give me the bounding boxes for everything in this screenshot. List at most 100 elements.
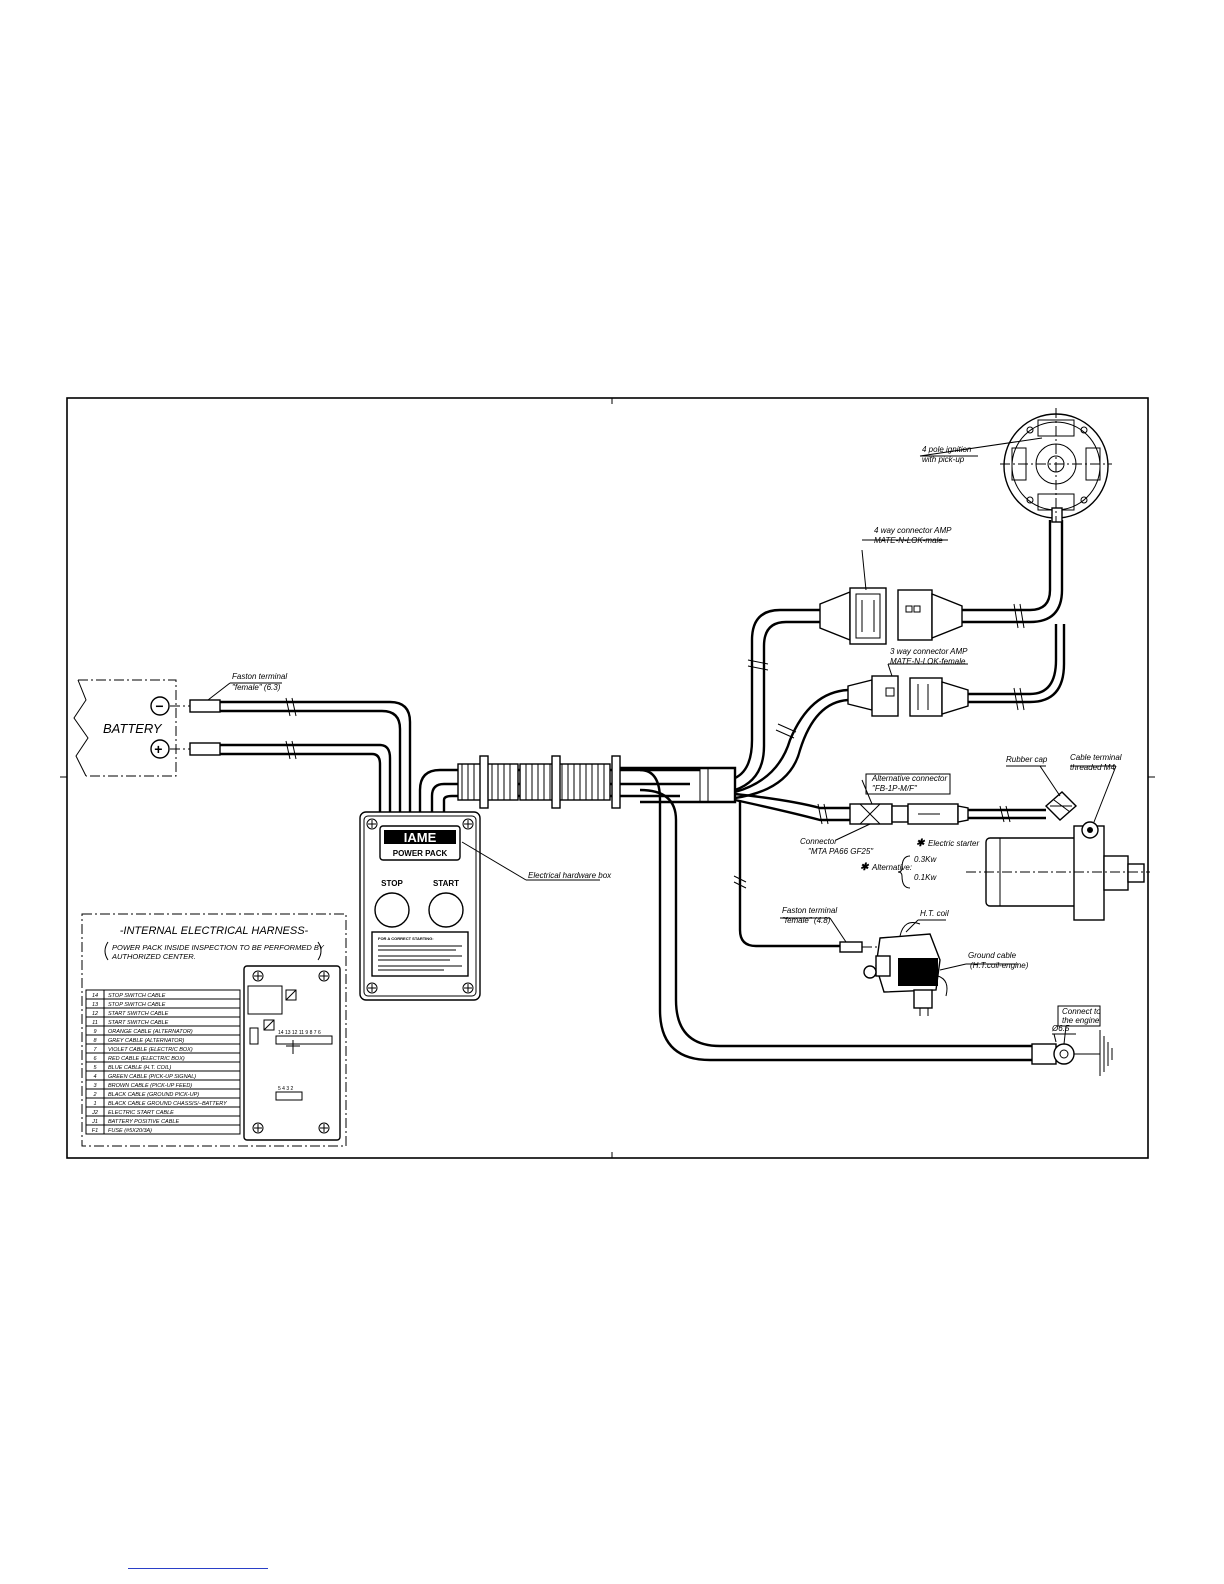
harness-table-row: 12 START SWITCH CABLE <box>85 1007 241 1018</box>
harness-row-number: J1 <box>91 1119 98 1125</box>
internal-harness-box: -INTERNAL ELECTRICAL HARNESS- POWER PACK… <box>81 913 347 1147</box>
conn3-label-1: 3 way connector AMP <box>890 647 968 656</box>
ignition-unit: 4 pole ignition with pick-up <box>919 408 1112 523</box>
harness-table-row: 11 START SWITCH CABLE <box>85 1016 241 1027</box>
instruction-plate-heading: FOR A CORRECT STARTING: <box>378 936 434 941</box>
harness-row-number: 13 <box>92 1002 99 1008</box>
battery: BATTERY − + <box>73 679 177 777</box>
terminals-top: 14 13 12 11 9 8 7 6 <box>278 1030 321 1036</box>
faston2-label-2: "female" (4.8) <box>782 916 831 925</box>
ht-coil: Faston terminal "female" (4.8) H.T. coil… <box>780 906 1029 1016</box>
power-pack-brand: IAME <box>404 830 437 845</box>
harness-table-row: 3 BROWN CABLE (PICK-UP FEED) <box>85 1079 241 1090</box>
cable-terminal-label-2: threaded M4 <box>1070 763 1115 772</box>
battery-positive-terminal: + <box>150 739 170 759</box>
alternative-label: Alternative: <box>871 863 912 872</box>
harness-row-description: RED CABLE (ELECTRIC BOX) <box>108 1056 185 1062</box>
screw-icon <box>462 818 474 830</box>
alternative-asterisk: ✱ <box>860 862 870 873</box>
harness-row-description: BLUE CABLE (H.T. COIL) <box>108 1065 172 1071</box>
harness-row-number: J2 <box>91 1110 98 1116</box>
harness-row-description: FUSE (#5X20/3A) <box>108 1128 152 1134</box>
svg-text:+: + <box>154 741 162 757</box>
ht-coil-label: H.T. coil <box>920 909 949 918</box>
harness-row-number: 3 <box>93 1083 97 1089</box>
stop-button[interactable] <box>374 892 410 928</box>
internal-board <box>243 965 341 1141</box>
battery-cables <box>220 697 412 812</box>
ignition-label-2: with pick-up <box>922 455 965 464</box>
harness-table-row: 7 VIOLET CABLE (ELECTRIC BOX) <box>85 1043 241 1054</box>
screw-icon <box>252 1122 264 1134</box>
cable-terminal-label-1: Cable terminal <box>1070 753 1122 762</box>
start-button[interactable] <box>428 892 464 928</box>
connector-4-way: 4 way connector AMP MATE-N-LOK-male <box>819 526 963 645</box>
engine-ground: Ø6.5 Connect to the engine <box>1031 1005 1113 1076</box>
screw-icon <box>318 1122 330 1134</box>
screw-icon <box>366 982 378 994</box>
start-label: START <box>433 879 459 888</box>
electric-starter-label: Electric starter <box>928 839 979 848</box>
kw1-label: 0.3Kw <box>914 855 937 864</box>
ground-dim-label: Ø6.5 <box>1051 1024 1070 1033</box>
conn4-label-1: 4 way connector AMP <box>874 526 952 535</box>
power-pack-name: POWER PACK <box>393 849 448 858</box>
rubber-cap-label: Rubber cap <box>1006 755 1048 764</box>
harness-row-number: 8 <box>93 1038 97 1044</box>
harness-row-number: 6 <box>93 1056 97 1062</box>
stop-label: STOP <box>381 879 403 888</box>
harness-row-description: ORANGE CABLE (ALTERNATOR) <box>108 1029 193 1035</box>
footer-link-underline[interactable] <box>128 1568 268 1569</box>
harness-table-row: 8 GREY CABLE (ALTERNATOR) <box>85 1034 241 1045</box>
svg-text:−: − <box>155 698 163 714</box>
battery-label: BATTERY <box>103 721 163 736</box>
instruction-plate <box>371 931 469 977</box>
engine-label-1: Connect to <box>1062 1007 1101 1016</box>
harness-note-1: POWER PACK INSIDE INSPECTION TO BE PERFO… <box>112 943 325 952</box>
harness-row-description: VIOLET CABLE (ELECTRIC BOX) <box>108 1047 193 1053</box>
battery-negative-terminal: − <box>150 696 170 716</box>
conn3-label-2: MATE-N-LOK-female <box>890 657 966 666</box>
main-harness <box>418 755 1040 1062</box>
harness-branches <box>733 608 850 948</box>
harness-row-number: 12 <box>92 1011 98 1017</box>
power-pack-box: IAME POWER PACK STOP START FOR A CORRECT… <box>359 811 612 1001</box>
starter-asterisk: ✱ <box>916 838 926 849</box>
screw-icon <box>462 982 474 994</box>
connector-label-1: Connector <box>800 837 837 846</box>
harness-row-number: 11 <box>92 1020 98 1026</box>
harness-row-description: STOP SWITCH CABLE <box>108 1002 166 1008</box>
drawing-frame <box>66 397 1149 1159</box>
harness-note-2: AUTHORIZED CENTER. <box>111 952 196 961</box>
ignition-label-1: 4 pole ignition <box>922 445 972 454</box>
screw-icon <box>252 970 264 982</box>
alt-connector-label-2: "FB-1P-M/F" <box>872 784 918 793</box>
alt-connector-label-1: Alternative connector <box>871 774 947 783</box>
engine-label-2: the engine <box>1062 1016 1100 1025</box>
harness-table-row: F1 FUSE (#5X20/3A) <box>85 1124 241 1135</box>
harness-row-description: START SWITCH CABLE <box>108 1020 169 1026</box>
harness-title: -INTERNAL ELECTRICAL HARNESS- <box>120 925 309 937</box>
terminals-bottom: 5 4 3 2 <box>278 1086 294 1092</box>
harness-table-row: 6 RED CABLE (ELECTRIC BOX) <box>85 1052 241 1063</box>
harness-row-description: START SWITCH CABLE <box>108 1011 169 1017</box>
starter-connector: Alternative connector "FB-1P-M/F" Connec… <box>800 773 969 856</box>
harness-row-description: GREEN CABLE (PICK-UP SIGNAL) <box>108 1074 196 1080</box>
harness-row-number: F1 <box>92 1128 98 1134</box>
conn4-label-2: MATE-N-LOK-male <box>874 536 943 545</box>
harness-row-description: BROWN CABLE (PICK-UP FEED) <box>108 1083 192 1089</box>
connector-3-way: 3 way connector AMP MATE-N-LOK-female <box>847 647 969 717</box>
harness-table-row: J1 BATTERY POSITIVE CABLE <box>85 1115 241 1126</box>
harness-row-number: 1 <box>93 1101 96 1107</box>
harness-row-description: BATTERY POSITIVE CABLE <box>108 1119 179 1125</box>
harness-table-row: 9 ORANGE CABLE (ALTERNATOR) <box>85 1025 241 1036</box>
harness-row-number: 9 <box>93 1029 96 1035</box>
kw2-label: 0.1Kw <box>914 873 937 882</box>
harness-row-description: ELECTRIC START CABLE <box>108 1110 174 1116</box>
harness-row-number: 7 <box>93 1047 97 1053</box>
harness-row-description: GREY CABLE (ALTERNATOR) <box>108 1038 184 1044</box>
ground-label-2: (H.T.coil-engine) <box>970 961 1029 970</box>
harness-row-description: BLACK CABLE (GROUND PICK-UP) <box>108 1092 199 1098</box>
